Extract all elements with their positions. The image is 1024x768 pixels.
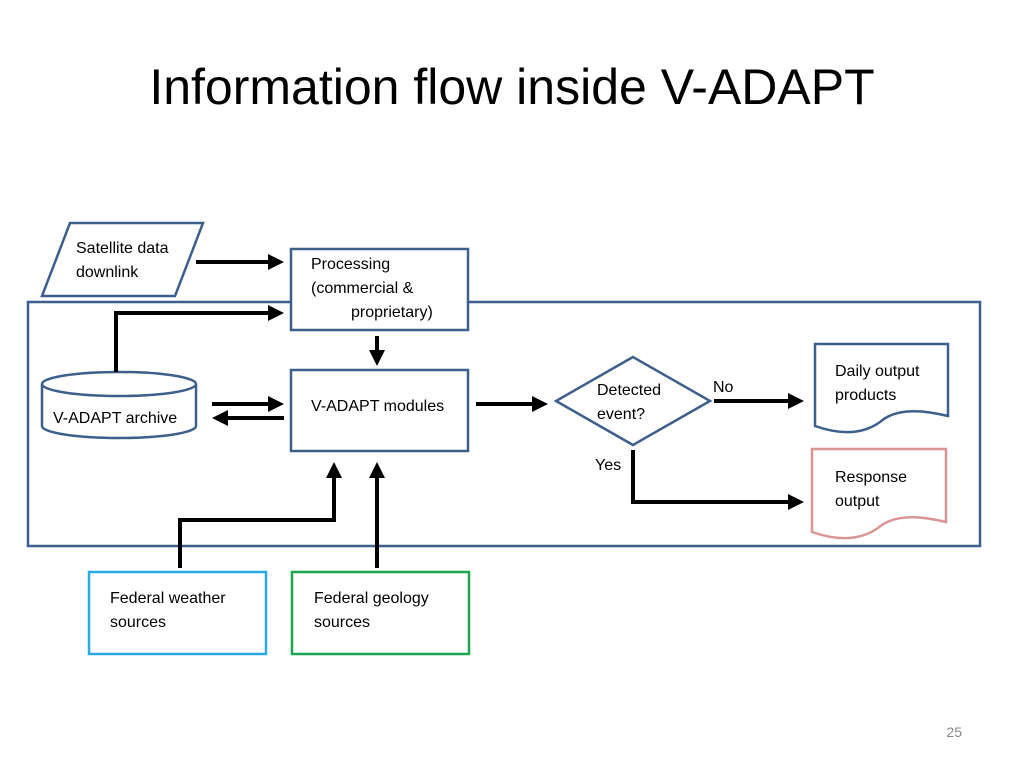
daily-output-label-line2: products xyxy=(835,387,897,404)
system-boundary xyxy=(26,300,982,548)
response-output-label-line2: output xyxy=(835,493,880,510)
edge-label-no: No xyxy=(713,379,734,396)
weather-label-line1: Federal weather xyxy=(110,590,226,607)
slide-title: Information flow inside V-ADAPT xyxy=(149,59,875,115)
daily-output-node-shape xyxy=(813,342,950,434)
processing-node-shape xyxy=(289,247,470,332)
satellite-label-line1: Satellite data xyxy=(76,240,169,257)
weather-label: Federal weather sources xyxy=(110,587,226,635)
geology-label: Federal geology sources xyxy=(314,587,429,635)
daily-output-label: Daily output products xyxy=(835,360,920,408)
processing-label: Processing (commercial & proprietary) xyxy=(311,253,433,325)
decision-node-shape xyxy=(553,355,713,447)
arrow-decision-yes xyxy=(631,450,804,510)
decision-label-line2: event? xyxy=(597,406,646,423)
satellite-label-line2: downlink xyxy=(76,264,139,281)
processing-label-line1: Processing xyxy=(311,256,391,273)
response-output-label: Response output xyxy=(835,466,907,514)
response-output-label-line1: Response xyxy=(835,469,908,486)
geology-label-line1: Federal geology xyxy=(314,590,429,607)
satellite-label: Satellite data downlink xyxy=(76,237,169,285)
archive-label: V-ADAPT archive xyxy=(53,410,178,427)
edge-label-yes: Yes xyxy=(595,457,622,474)
decision-label-line1: Detected xyxy=(597,382,662,399)
modules-label: V-ADAPT modules xyxy=(311,398,445,415)
daily-output-label-line1: Daily output xyxy=(835,363,920,380)
geology-label-line2: sources xyxy=(314,614,371,631)
modules-node-shape xyxy=(289,368,470,453)
arrow-weather-to-modules xyxy=(178,462,342,568)
processing-label-line2: (commercial & xyxy=(311,280,414,297)
processing-label-line3: proprietary) xyxy=(351,304,433,321)
page-number: 25 xyxy=(946,724,962,740)
weather-label-line2: sources xyxy=(110,614,167,631)
response-output-node-shape xyxy=(810,447,948,540)
arrow-archive-to-processing xyxy=(114,305,284,372)
geology-node-shape xyxy=(290,570,471,656)
decision-label: Detected event? xyxy=(597,379,661,427)
weather-node-shape xyxy=(87,570,268,656)
satellite-node-shape xyxy=(40,221,205,298)
archive-node-shape xyxy=(40,370,198,440)
